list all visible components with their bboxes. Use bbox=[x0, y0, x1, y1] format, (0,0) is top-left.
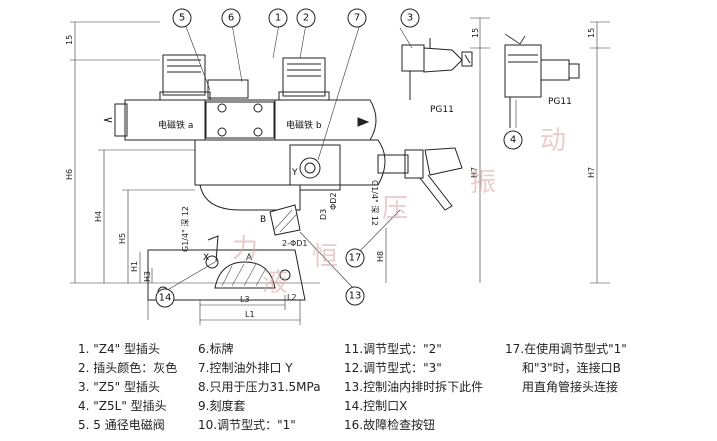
callout-6: 6 bbox=[228, 13, 234, 24]
dimension-lines bbox=[70, 17, 610, 325]
dim-l3: L3 bbox=[240, 295, 250, 304]
plug-detail-z5l bbox=[504, 33, 580, 128]
legend-item: 和"3"时，连接口B bbox=[522, 361, 621, 375]
callout-13: 13 bbox=[349, 291, 362, 302]
dim-h5: H5 bbox=[118, 233, 127, 244]
magnet-a-label: 电磁铁 a bbox=[158, 119, 193, 131]
y-mark-label: Y bbox=[291, 168, 298, 178]
legend-item: 17.在使用调节型式"1" bbox=[505, 342, 627, 356]
callout-2: 2 bbox=[303, 13, 309, 24]
pg-top-label: PG11 bbox=[430, 105, 454, 115]
dim-l1: L1 bbox=[245, 310, 255, 319]
legend-item: 4. "Z5L" 型插头 bbox=[78, 399, 167, 413]
g14-right-label: G1/4" 深 12 bbox=[370, 180, 379, 226]
callout-5: 5 bbox=[179, 13, 185, 24]
dim-h7-mid: H7 bbox=[470, 167, 479, 178]
watermark-char: 压 bbox=[382, 194, 409, 224]
subplate bbox=[147, 235, 306, 301]
phi-d2-label: ΦD2 bbox=[329, 192, 338, 210]
solenoid-plug-left bbox=[159, 54, 211, 101]
callout-4: 4 bbox=[510, 135, 516, 146]
dim-15-right: 15 bbox=[471, 28, 480, 38]
dim-h3: H3 bbox=[143, 271, 152, 282]
callout-circles bbox=[155, 8, 523, 308]
main-valve-body bbox=[194, 139, 463, 211]
port-b-label: B bbox=[260, 215, 266, 225]
dim-h6: H6 bbox=[65, 169, 74, 180]
legend-item: 3. "Z5" 型插头 bbox=[78, 380, 160, 394]
legend-item: 6.标牌 bbox=[198, 342, 234, 356]
g14-left-label: G1/4" 深 12 bbox=[181, 206, 190, 252]
legend-item: 用直角管接头连接 bbox=[522, 380, 619, 394]
legend-item: 8.只用于压力31.5MPa bbox=[198, 380, 321, 394]
pg-bottom-label: PG11 bbox=[548, 97, 572, 107]
legend-item: 11.调节型式："2" bbox=[344, 342, 442, 356]
legend-item: 16.故障检查按钮 bbox=[344, 418, 436, 432]
callout-3: 3 bbox=[407, 13, 413, 24]
port-a-label: A bbox=[246, 253, 253, 263]
callout-14: 14 bbox=[159, 293, 172, 304]
legend-item: 10.调节型式："1" bbox=[198, 418, 296, 432]
legend-item: 5. 5 通径电磁阀 bbox=[78, 418, 165, 432]
dim-h4: H4 bbox=[94, 211, 103, 222]
dim-h8: H8 bbox=[376, 251, 385, 262]
callout-1: 1 bbox=[275, 13, 281, 24]
port-x-label: X bbox=[203, 253, 209, 263]
magnet-b-label: 电磁铁 b bbox=[286, 119, 322, 131]
two-phi-d1-label: 2-ΦD1 bbox=[282, 239, 308, 248]
nameplate bbox=[207, 79, 249, 99]
legend-item: 2. 插头颜色：灰色 bbox=[78, 361, 178, 375]
solenoid-valve-body bbox=[103, 99, 377, 141]
watermark-char: 动 bbox=[540, 126, 567, 156]
legend-item: 12.调节型式："3" bbox=[344, 361, 442, 375]
plug-detail-z5 bbox=[401, 38, 473, 100]
callout-17: 17 bbox=[349, 253, 362, 264]
dim-l2: L2 bbox=[287, 293, 297, 302]
solenoid-plug-right bbox=[278, 57, 330, 101]
watermark-char: 振 bbox=[470, 168, 497, 198]
dim-h7-far: H7 bbox=[587, 167, 596, 178]
legend-item: 1. "Z4" 型插头 bbox=[78, 342, 160, 356]
dim-15-left: 15 bbox=[65, 35, 74, 45]
d3-label: D3 bbox=[319, 209, 328, 220]
legend-item: 9.刻度套 bbox=[198, 399, 246, 413]
dim-15-far: 15 bbox=[587, 28, 596, 38]
callout-7: 7 bbox=[354, 13, 360, 24]
watermark-char: 液 bbox=[262, 268, 289, 298]
legend-item: 7.控制油外排口 Y bbox=[198, 361, 293, 375]
watermark-char: 恒 bbox=[312, 242, 339, 272]
legend-item: 13.控制油内排时拆下此件 bbox=[344, 380, 484, 394]
legend-item: 14.控制口X bbox=[344, 399, 408, 413]
watermark-char: 力 bbox=[232, 234, 259, 264]
dim-h1: H1 bbox=[130, 261, 139, 272]
